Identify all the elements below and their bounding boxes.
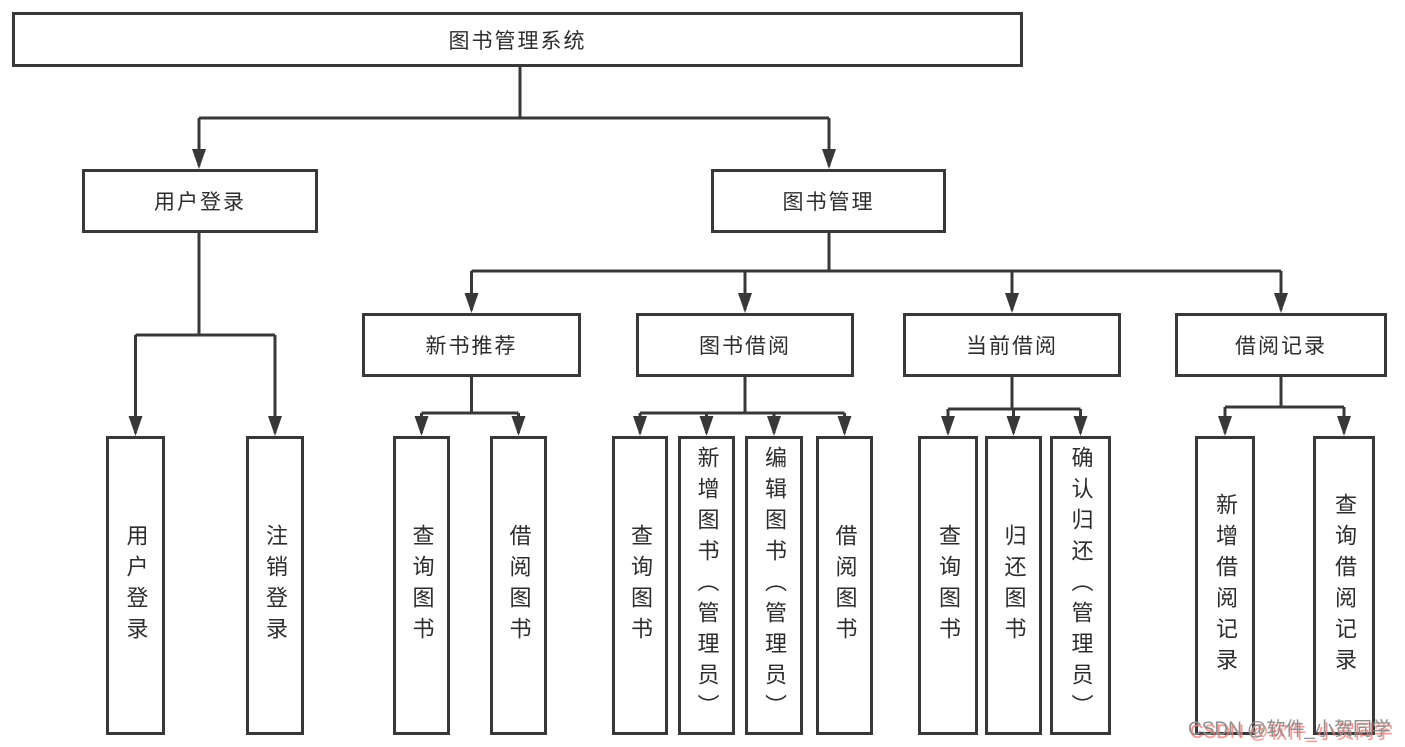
leaf-query-books-recommend: 查询图书 xyxy=(393,436,450,735)
leaf-query-borrow-record: 查询借阅记录 xyxy=(1313,436,1375,735)
node-new-book-recommendation-label: 新书推荐 xyxy=(425,335,518,358)
node-user-login-label: 用户登录 xyxy=(154,191,246,214)
leaf-return-books-label: 归还图书 xyxy=(1001,523,1027,648)
leaf-borrow-books-label: 借阅图书 xyxy=(832,523,858,648)
node-current-borrowing-label: 当前借阅 xyxy=(966,335,1058,358)
node-book-management: 图书管理 xyxy=(711,169,946,233)
leaf-confirm-return-admin-label: 确认归还（管理员） xyxy=(1068,446,1094,725)
leaf-add-borrow-record-label: 新增借阅记录 xyxy=(1213,492,1238,679)
leaf-query-books-recommend-label: 查询图书 xyxy=(409,523,435,648)
node-book-borrowing: 图书借阅 xyxy=(636,313,854,377)
node-new-book-recommendation: 新书推荐 xyxy=(362,313,581,377)
leaf-borrow-books: 借阅图书 xyxy=(816,436,873,735)
edges-book-borrowing-to-leaves xyxy=(633,377,852,436)
leaf-user-login: 用户登录 xyxy=(106,436,165,735)
node-book-borrowing-label: 图书借阅 xyxy=(699,335,791,358)
node-book-management-label: 图书管理 xyxy=(782,191,875,214)
leaf-logout: 注销登录 xyxy=(246,436,304,735)
leaf-edit-books-admin: 编辑图书（管理员） xyxy=(745,436,803,735)
leaf-query-books-borrowing: 查询图书 xyxy=(612,436,668,735)
node-user-login: 用户登录 xyxy=(82,169,318,233)
node-library-system-label: 图书管理系统 xyxy=(448,29,587,53)
leaf-user-login-label: 用户登录 xyxy=(123,523,149,648)
node-borrowing-records-label: 借阅记录 xyxy=(1235,335,1327,358)
node-borrowing-records: 借阅记录 xyxy=(1175,313,1387,377)
edges-book-management-to-level3 xyxy=(464,233,1288,313)
leaf-query-books-borrowing-label: 查询图书 xyxy=(628,523,653,648)
node-current-borrowing: 当前借阅 xyxy=(903,313,1121,377)
edges-user-login-to-leaves xyxy=(128,233,282,436)
edges-current-borrowing-to-leaves xyxy=(941,377,1088,436)
leaf-query-borrow-record-label: 查询借阅记录 xyxy=(1332,492,1357,679)
leaf-query-books-current: 查询图书 xyxy=(918,436,978,735)
leaf-return-books: 归还图书 xyxy=(985,436,1042,735)
leaf-edit-books-admin-label: 编辑图书（管理员） xyxy=(762,446,787,725)
leaf-logout-label: 注销登录 xyxy=(263,523,288,648)
leaf-borrow-books-recommend-label: 借阅图书 xyxy=(506,523,532,648)
leaf-confirm-return-admin: 确认归还（管理员） xyxy=(1050,436,1111,735)
edges-root-to-level2 xyxy=(192,66,836,169)
csdn-watermark: CSDN @软件_小贺同学 xyxy=(1188,719,1391,740)
leaf-query-books-current-label: 查询图书 xyxy=(936,523,961,648)
leaf-add-books-admin: 新增图书（管理员） xyxy=(678,436,735,735)
node-library-system: 图书管理系统 xyxy=(12,12,1023,67)
edges-borrowing-records-to-leaves xyxy=(1218,377,1351,436)
leaf-add-borrow-record: 新增借阅记录 xyxy=(1195,436,1255,735)
edges-new-book-recommendation-to-leaves xyxy=(414,377,526,436)
leaf-add-books-admin-label: 新增图书（管理员） xyxy=(694,446,720,725)
leaf-borrow-books-recommend: 借阅图书 xyxy=(490,436,547,735)
